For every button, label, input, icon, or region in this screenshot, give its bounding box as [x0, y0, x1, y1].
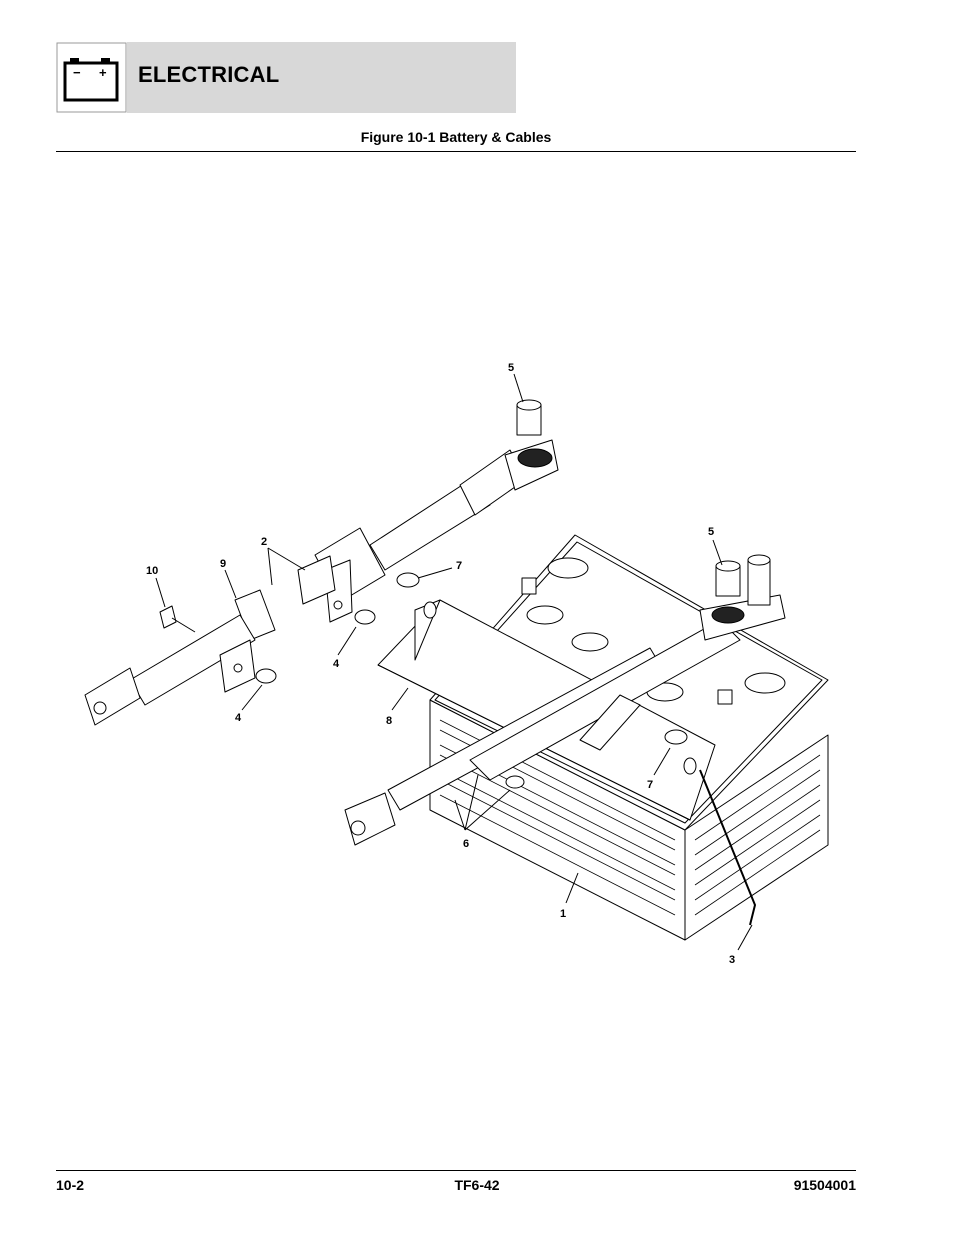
section-title: ELECTRICAL	[138, 62, 280, 87]
page-number: 10-2	[56, 1177, 85, 1193]
footer-divider	[56, 1170, 856, 1171]
battery-icon: − +	[56, 42, 127, 113]
upper-cable	[297, 399, 559, 623]
callout-3: 3	[729, 954, 735, 966]
callouts: 5 5 2 10 9 7 4 4 8 7 6 1 3	[146, 362, 735, 966]
callout-1: 1	[560, 908, 566, 920]
cross-cable	[469, 619, 741, 781]
model-number: TF6-42	[454, 1177, 500, 1193]
callout-4-left: 4	[235, 712, 242, 724]
callout-8: 8	[386, 715, 392, 727]
callout-5-right: 5	[708, 526, 714, 538]
left-cable	[84, 589, 276, 726]
figure-title: Figure 10-1 Battery & Cables	[360, 129, 552, 145]
svg-text:−: −	[73, 65, 81, 80]
leader-lines	[155, 373, 753, 951]
callout-5-upper: 5	[508, 362, 514, 374]
right-terminal	[699, 554, 786, 641]
callout-7-lower: 7	[647, 779, 653, 791]
hold-down-rod	[699, 769, 756, 926]
callout-2: 2	[261, 536, 267, 548]
header-divider	[56, 151, 856, 152]
callout-10: 10	[146, 565, 158, 577]
svg-text:+: +	[99, 65, 107, 80]
nuts	[255, 572, 697, 789]
callout-6: 6	[463, 838, 469, 850]
manual-part-number: 91504001	[793, 1177, 856, 1193]
callout-7-upper: 7	[456, 560, 462, 572]
section-header: − + ELECTRICAL	[56, 42, 516, 113]
callout-4-center: 4	[333, 658, 340, 670]
callout-9: 9	[220, 558, 226, 570]
